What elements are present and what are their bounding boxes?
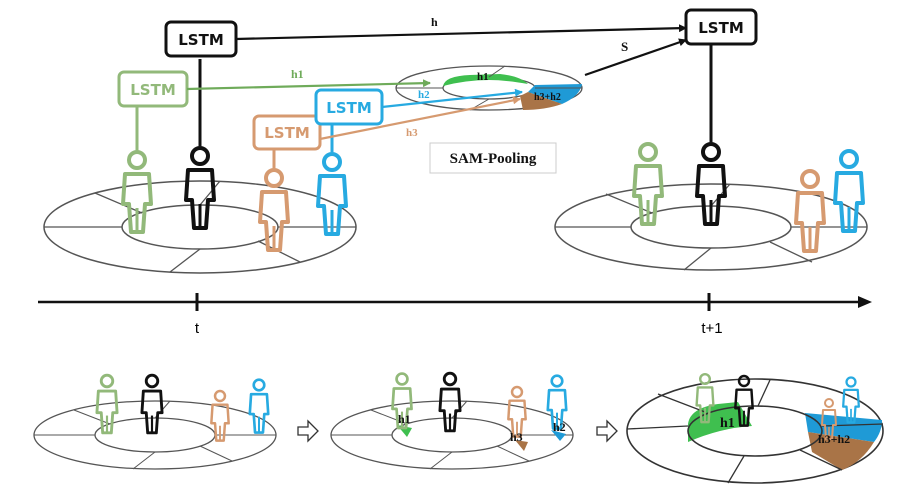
svg-text:h3: h3 — [406, 127, 418, 139]
person-blue-icon — [248, 378, 270, 434]
arrow-h: h — [235, 15, 687, 41]
ring-t1 — [554, 183, 868, 271]
lstm-box-orange-t: LSTM — [252, 114, 322, 168]
person-blue-icon — [316, 152, 348, 236]
p2-sector-h2 — [551, 430, 566, 441]
person-black-icon — [184, 146, 216, 230]
person-orange-icon — [210, 389, 230, 442]
svg-text:h: h — [431, 15, 438, 29]
timeline: t t+1 — [38, 293, 872, 337]
p2-label-h3: h3 — [510, 430, 523, 444]
bottom-panel-3: h1 h3+h2 — [626, 373, 884, 484]
pool-sector-h2 — [528, 84, 582, 104]
lstm-box-black-t: LSTM — [164, 20, 238, 146]
pooling-disc: h1 h2 h3+h2 — [395, 65, 583, 111]
person-black-icon — [140, 373, 164, 435]
tick-label-t1: t+1 — [701, 320, 722, 337]
p2-label-h2: h2 — [553, 420, 566, 434]
pool-sector-h1 — [443, 74, 528, 86]
person-green-icon — [121, 150, 153, 234]
arrow-h3: h3 — [319, 96, 521, 141]
lstm-label: LSTM — [698, 19, 744, 37]
arrow-h2 — [381, 88, 523, 109]
lstm-label: LSTM — [178, 31, 224, 49]
pool-label-h1: h1 — [477, 71, 489, 83]
lstm-box-black-t1: LSTM — [684, 8, 758, 142]
lstm-label: LSTM — [326, 99, 372, 117]
next-step-arrow-icon — [297, 419, 319, 443]
p3-sector-h2 — [805, 413, 882, 442]
person-orange-icon — [258, 168, 290, 252]
arrow-s: S — [584, 38, 687, 77]
person-black-icon — [438, 371, 462, 433]
svg-text:S: S — [621, 39, 628, 54]
sam-pooling-caption: SAM-Pooling — [429, 142, 557, 174]
timeline-arrow-icon — [858, 296, 872, 308]
lstm-label: LSTM — [130, 81, 176, 99]
p2-label-h1: h1 — [398, 412, 411, 426]
svg-text:SAM-Pooling: SAM-Pooling — [450, 151, 537, 167]
lstm-label: LSTM — [264, 124, 310, 142]
lstm-box-blue-t: LSTM — [314, 88, 384, 152]
p3-sector-h3 — [808, 432, 874, 470]
person-orange-icon — [794, 169, 826, 253]
pool-label-h3h2: h3+h2 — [534, 92, 561, 103]
p2-sector-h3 — [515, 440, 528, 451]
bottom-panel-1 — [33, 373, 277, 470]
bottom-panel-2: h1 h3 h2 — [330, 371, 574, 470]
p3-label-h1: h1 — [720, 416, 735, 431]
pool-sector-h3 — [520, 92, 562, 110]
pool-label-h2: h2 — [418, 89, 430, 101]
p3-label-h3h2: h3+h2 — [818, 432, 850, 446]
person-blue-icon — [833, 149, 865, 233]
svg-text:h1: h1 — [291, 67, 304, 81]
next-step-arrow-icon — [596, 419, 618, 443]
lstm-box-green-t: LSTM — [117, 70, 189, 150]
arrow-h1: h1 — [186, 67, 431, 91]
tick-label-t: t — [195, 320, 200, 337]
